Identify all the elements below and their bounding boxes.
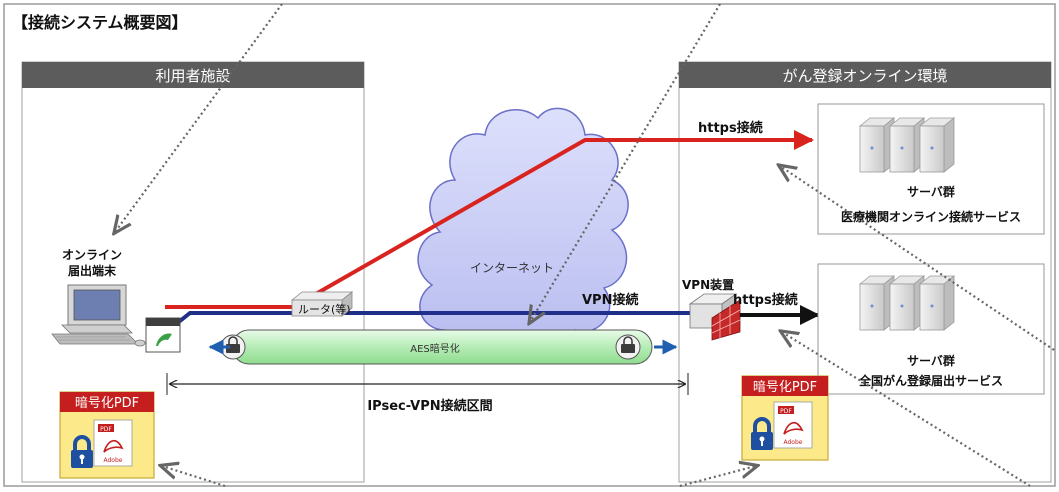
aes-encryption-tunnel: AES暗号化: [208, 329, 678, 365]
internet-label: インターネット: [470, 261, 554, 275]
pdf-document-icon: PDF Adobe: [773, 401, 813, 449]
https-label-mid: https接続: [733, 292, 798, 308]
server-group-2-name: サーバ群: [907, 353, 955, 368]
user-facility-header: 利用者施設: [155, 67, 230, 85]
pdf-right-mini: PDF: [780, 408, 792, 415]
annotation-arrows: [115, 3, 1055, 488]
https-label-top: https接続: [698, 120, 763, 136]
annotation-arrow: [115, 3, 283, 232]
server-group-1: サーバ群 医療機関オンライン接続サービス: [817, 103, 1045, 235]
terminal-computer-icon: [51, 284, 146, 347]
server-group-1-service: 医療機関オンライン接続サービス: [841, 209, 1021, 224]
annotation-arrow: [530, 3, 721, 322]
pdf-left-label: 暗号化PDF: [75, 396, 139, 411]
annotation-arrow: [679, 466, 756, 488]
annotation-arrow: [782, 332, 1031, 487]
pdf-left-brand: Adobe: [104, 457, 123, 464]
ipsec-span: IPsec-VPN接続区間: [166, 373, 689, 414]
aes-label: AES暗号化: [410, 342, 460, 355]
server-group-2: サーバ群 全国がん登録届出サービス: [817, 263, 1045, 395]
annotation-arrow: [162, 466, 226, 488]
terminal-label-line2: 届出端末: [68, 263, 117, 278]
cancer-registry-header: がん登録オンライン環境: [782, 67, 947, 85]
https-connection-line: [165, 130, 814, 309]
server-group-2-service: 全国がん登録届出サービス: [858, 373, 1003, 388]
server-group-1-name: サーバ群: [907, 184, 955, 199]
server-rack-icon: [859, 117, 955, 173]
diagram-title: 【接続システム概要図】: [12, 13, 188, 32]
vpn-connection-label: VPN接続: [582, 292, 638, 308]
ipsec-label: IPsec-VPN接続区間: [367, 398, 492, 414]
pdf-right-brand: Adobe: [784, 439, 803, 446]
encrypted-pdf-left: 暗号化PDF PDF Adobe: [59, 391, 155, 479]
server-rack-icon: [859, 275, 955, 331]
router-icon: [290, 291, 354, 317]
vpn-device-label: VPN装置: [682, 277, 734, 292]
panel-header-bar: [22, 62, 364, 88]
pdf-left-mini: PDF: [100, 426, 112, 433]
encrypted-pdf-right: 暗号化PDF PDF Adobe: [741, 375, 829, 461]
pdf-right-label: 暗号化PDF: [753, 380, 817, 395]
annotation-arrow: [780, 166, 1055, 351]
app-window-icon: [145, 317, 181, 353]
panel-header-bar: [679, 62, 1051, 88]
terminal-label-line1: オンライン: [62, 248, 122, 262]
pdf-document-icon: PDF Adobe: [93, 419, 133, 467]
tunnel-lock-right-icon: [615, 334, 641, 360]
firewall-icon: [711, 299, 741, 341]
router-label: ルータ(等): [298, 302, 351, 316]
vpn-device-icon: [688, 293, 741, 341]
